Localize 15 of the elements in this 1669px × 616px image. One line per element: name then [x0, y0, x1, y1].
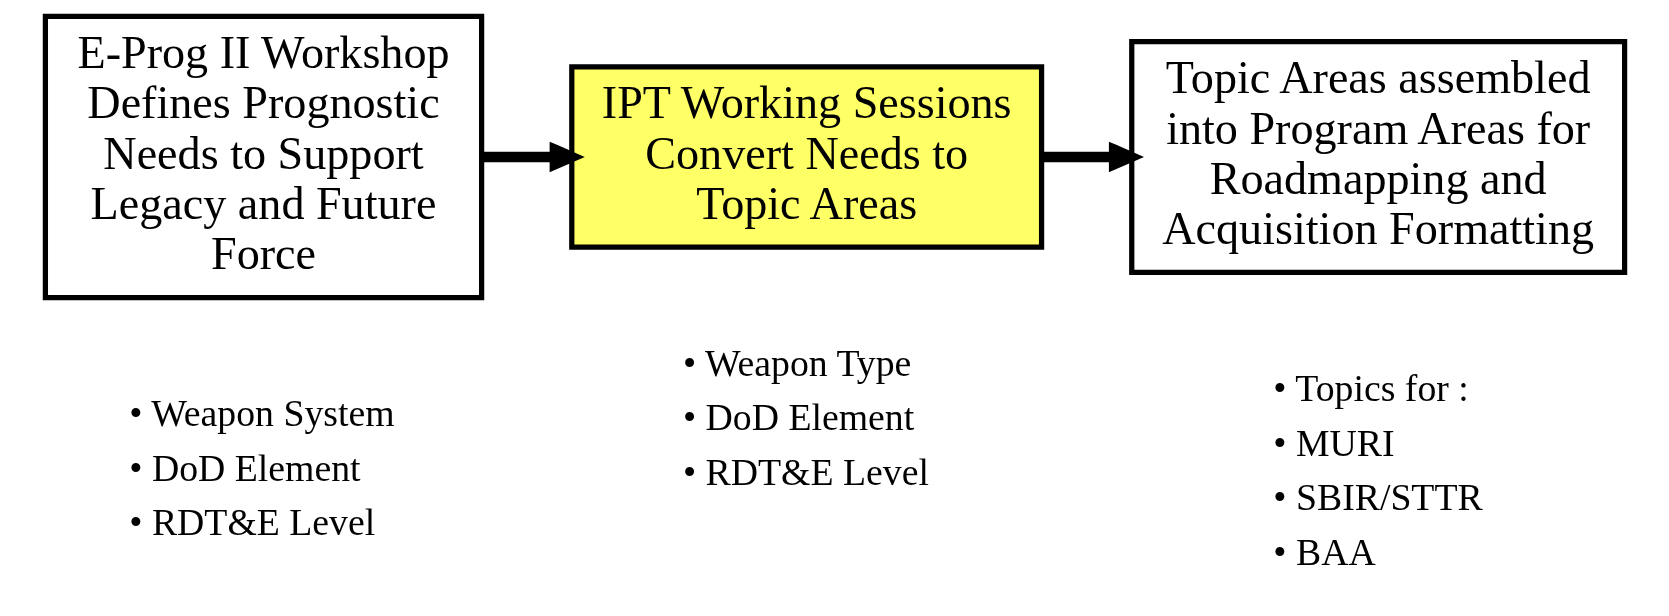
node-label: • MURI — [1272, 421, 1395, 464]
node-label: • RDT&E Level — [682, 451, 929, 494]
node-label: • SBIR/STTR — [1272, 476, 1483, 519]
node-box: E-Prog II Workshop Defines Prognostic Needs to Support Legacy and Future Force — [42, 13, 484, 301]
arrow — [1041, 141, 1144, 173]
node-box: IPT Working Sessions Convert Needs to Topic Areas — [568, 64, 1044, 250]
arrow — [481, 141, 585, 173]
node-label: • Topics for : — [1272, 367, 1469, 410]
node-label: • BAA — [1272, 530, 1376, 573]
node-box: Topic Areas assembled into Program Areas for Roadmapping and Acquisition Formatting — [1128, 39, 1627, 275]
node-label: • DoD Element — [128, 446, 361, 489]
node-label: • Weapon System — [128, 392, 395, 435]
node-label: • RDT&E Level — [128, 501, 375, 544]
node-label: • Weapon Type — [682, 341, 911, 384]
node-label: • DoD Element — [682, 396, 914, 439]
